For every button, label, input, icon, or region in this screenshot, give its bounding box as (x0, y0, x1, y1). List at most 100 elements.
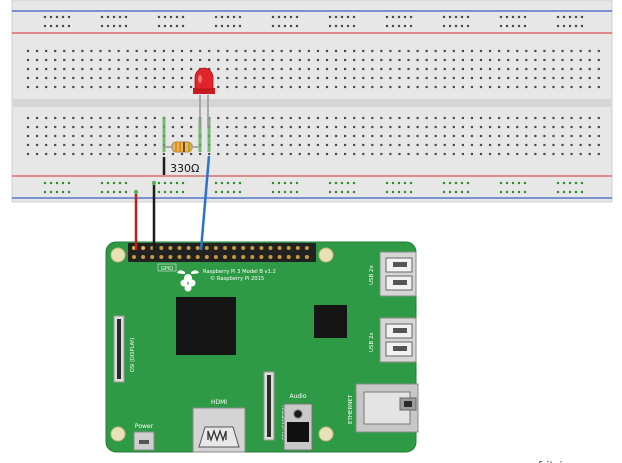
breadboard-hole (561, 67, 564, 71)
breadboard-hole (72, 134, 75, 138)
rail-hole (517, 190, 521, 194)
breadboard-hole (208, 58, 211, 62)
rail-hole (55, 181, 59, 185)
breadboard-hole (108, 152, 111, 156)
breadboard-hole (516, 125, 519, 129)
rail-hole (391, 24, 395, 28)
breadboard-hole (81, 125, 84, 129)
rail-hole (175, 181, 179, 185)
breadboard-hole (344, 143, 347, 147)
gpio-pin (168, 255, 173, 259)
breadboard-hole (189, 67, 193, 71)
breadboard-hole (498, 76, 501, 80)
breadboard-hole (99, 85, 102, 89)
breadboard-hole (90, 67, 93, 71)
breadboard-hole (99, 58, 102, 62)
breadboard-hole (443, 67, 446, 71)
breadboard-hole (54, 125, 57, 129)
breadboard-hole (334, 58, 338, 62)
breadboard-hole (90, 125, 93, 129)
breadboard-hole (543, 116, 546, 120)
breadboard-hole (244, 67, 247, 71)
gpio-pin (132, 255, 136, 259)
rail-hole (517, 24, 521, 28)
breadboard-hole (461, 76, 464, 80)
breadboard-hole (516, 49, 519, 53)
rail-hole (181, 181, 185, 185)
breadboard-hole (398, 143, 401, 147)
hdmi-port-opening (198, 426, 240, 448)
breadboard-hole (316, 85, 320, 89)
breadboard-hole (135, 58, 138, 62)
breadboard-hole (579, 49, 582, 53)
rail-hole (499, 24, 503, 28)
breadboard-hole (108, 134, 111, 138)
breadboard-hole (561, 152, 564, 156)
breadboard-hole (144, 49, 147, 53)
breadboard-hole (126, 49, 129, 53)
breadboard-hole (162, 85, 165, 89)
breadboard-hole (552, 58, 555, 62)
breadboard-hole (262, 152, 265, 156)
breadboard-hole (153, 125, 156, 129)
rail-hole (289, 15, 293, 19)
gpio-pin (268, 246, 273, 250)
breadboard-hole (470, 152, 474, 156)
breadboard-hole (54, 58, 57, 62)
breadboard-hole (516, 116, 519, 120)
breadboard-hole (561, 143, 564, 147)
breadboard-hole (407, 116, 410, 120)
breadboard-hole (344, 85, 347, 89)
breadboard-hole (516, 152, 519, 156)
breadboard-hole (81, 67, 84, 71)
rail-hole (403, 190, 407, 194)
breadboard-hole (262, 85, 265, 89)
breadboard-hole (407, 67, 410, 71)
breadboard-hole (298, 58, 301, 62)
breadboard-hole (597, 49, 600, 53)
breadboard-hole (144, 116, 147, 120)
gpio-pin (250, 255, 255, 259)
breadboard-hole (380, 58, 383, 62)
rail-hole (568, 190, 572, 194)
breadboard-hole (253, 143, 256, 147)
breadboard-hole (54, 116, 57, 120)
rail-hole (277, 181, 281, 185)
rail-hole (283, 24, 287, 28)
rail-hole (112, 15, 116, 19)
breadboard-hole (452, 125, 455, 129)
breadboard-hole (579, 134, 582, 138)
breadboard-hole (334, 134, 338, 138)
breadboard-hole (45, 85, 48, 89)
breadboard-hole (534, 67, 537, 71)
breadboard-hole (262, 49, 265, 53)
breadboard-hole (217, 76, 220, 80)
breadboard-hole (72, 125, 75, 129)
breadboard-hole (316, 134, 320, 138)
breadboard-hole (244, 143, 247, 147)
breadboard-hole (26, 76, 30, 80)
gpio-pin (295, 255, 300, 259)
breadboard-hole (81, 76, 84, 80)
breadboard-hole (298, 116, 301, 120)
rail-hole (181, 15, 185, 19)
rail-hole (460, 190, 464, 194)
breadboard-hole (135, 116, 138, 120)
breadboard-hole (153, 152, 156, 156)
breadboard-hole (507, 76, 510, 80)
breadboard-hole (298, 49, 301, 53)
breadboard-hole (479, 49, 483, 53)
breadboard-hole (108, 67, 111, 71)
breadboard-hole (570, 152, 573, 156)
rail-hole (118, 181, 122, 185)
breadboard-hole (597, 152, 600, 156)
lan-chip (314, 305, 347, 338)
breadboard-hole (235, 49, 238, 53)
rail-hole (499, 15, 503, 19)
breadboard-hole (570, 143, 573, 147)
gpio-pin (159, 246, 164, 250)
gpio-pin (259, 255, 264, 259)
breadboard-hole (35, 152, 39, 156)
mount-hole-br (318, 426, 334, 442)
breadboard-hole (117, 58, 120, 62)
